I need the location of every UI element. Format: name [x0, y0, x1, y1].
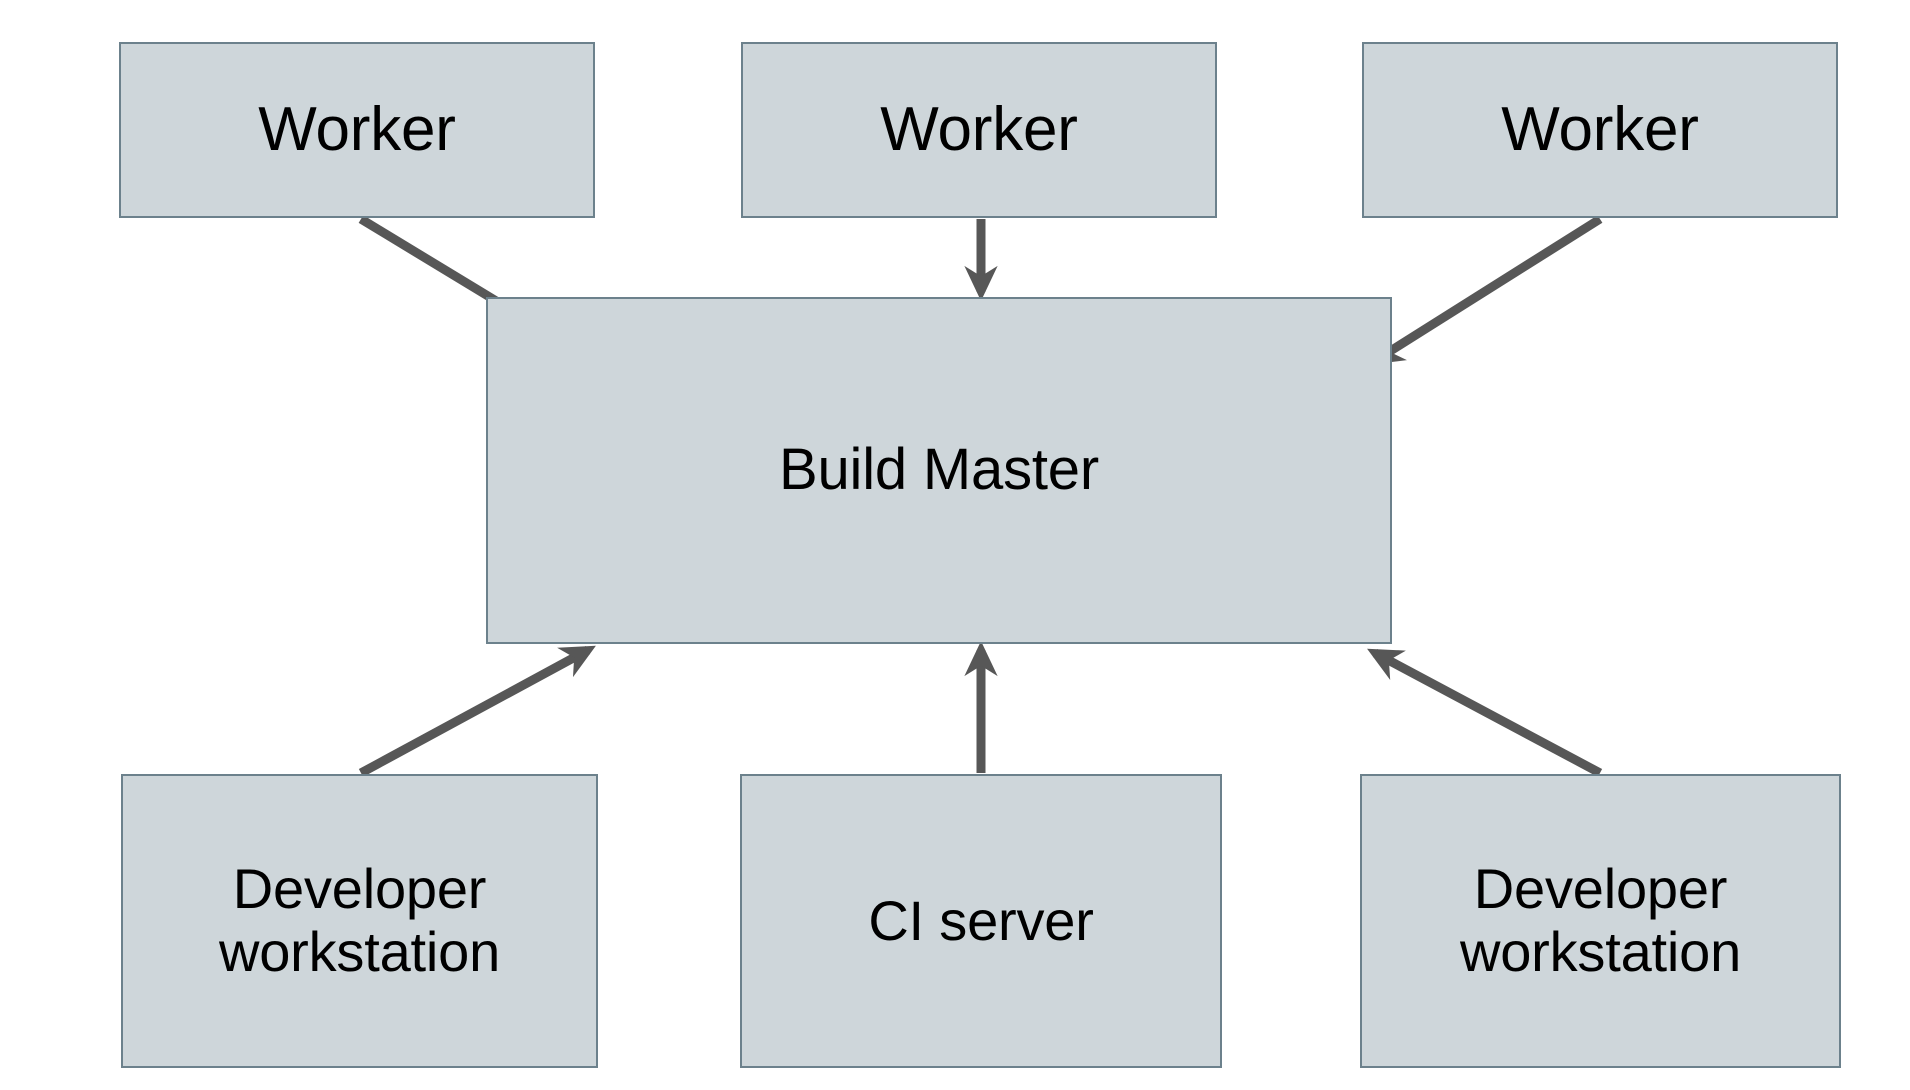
node-ci-server[interactable]: CI server	[740, 774, 1222, 1068]
node-developer-workstation-left[interactable]: Developer workstation	[121, 774, 598, 1068]
node-build-master-label: Build Master	[779, 437, 1099, 503]
node-developer-workstation-right-label: Developer workstation	[1459, 857, 1742, 983]
node-worker-2-label: Worker	[880, 95, 1078, 165]
node-developer-workstation-right[interactable]: Developer workstation	[1360, 774, 1841, 1068]
node-worker-3[interactable]: Worker	[1362, 42, 1838, 218]
node-developer-workstation-left-label: Developer workstation	[218, 857, 501, 983]
node-worker-2[interactable]: Worker	[741, 42, 1217, 218]
edge-developer-workstation-left-to-build-master	[358, 645, 596, 777]
node-build-master[interactable]: Build Master	[486, 297, 1392, 644]
node-worker-3-label: Worker	[1501, 95, 1699, 165]
edge-developer-workstation-right-to-build-master	[1367, 648, 1603, 777]
edge-worker-3-to-build-master	[1368, 215, 1603, 365]
node-worker-1-label: Worker	[258, 95, 456, 165]
node-ci-server-label: CI server	[868, 888, 1094, 952]
node-worker-1[interactable]: Worker	[119, 42, 595, 218]
